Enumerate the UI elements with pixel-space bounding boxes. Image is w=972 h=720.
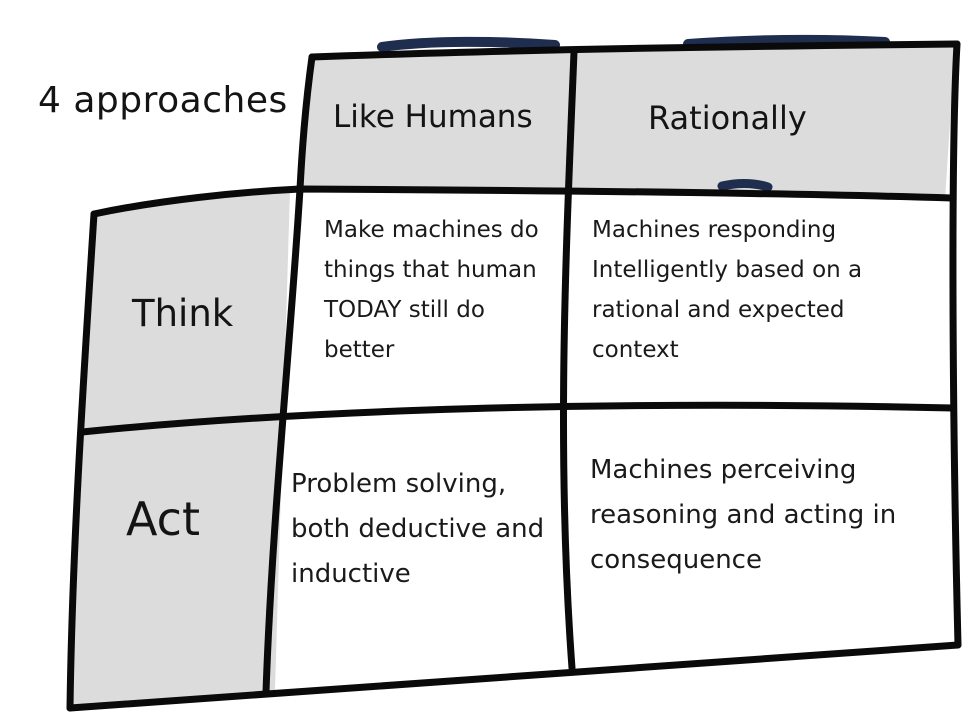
line-bottom [66,641,962,712]
line-vertical-2 [559,48,578,672]
row-header-think: Think [132,292,234,335]
column-header-like-humans: Like Humans [333,99,533,135]
line-header-row [90,185,956,218]
column-header-rationally: Rationally [648,99,807,137]
line-right [949,40,962,649]
cell-act-like-humans: Problem solving, both deductive and indu… [291,469,545,589]
column-header-fill [300,45,955,200]
accent-mark-left [377,36,560,52]
row-header-fill [68,190,290,708]
row-header-act: Act [126,492,200,546]
cell-think-like-humans: Make machines do things that human TODAY… [324,217,539,363]
cell-think-rationally: Machines responding Intelligently based … [592,217,863,363]
line-col-header-left [296,53,316,193]
line-left [66,210,98,712]
diagram-title: 4 approaches [38,80,288,121]
accent-mark-right [683,34,890,49]
accent-mark-middle [717,179,773,192]
line-top [308,40,961,61]
line-vertical-1 [262,185,304,696]
cell-act-rationally: Machines perceiving reasoning and acting… [590,455,897,575]
line-horizontal-mid [78,401,957,436]
